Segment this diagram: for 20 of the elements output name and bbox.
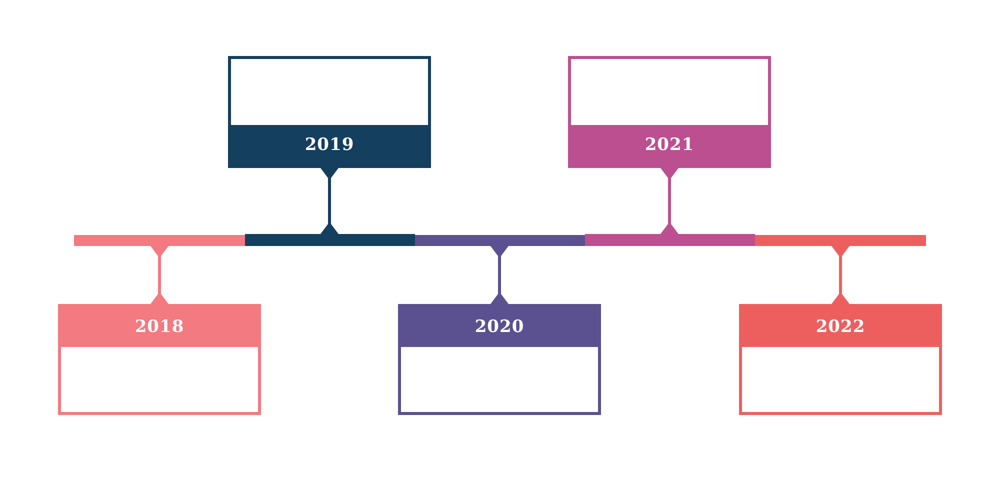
year-card (739, 304, 942, 415)
year-label: 2018 (134, 317, 184, 337)
connector (490, 246, 508, 304)
timeline-segment (415, 235, 585, 246)
year-card (228, 56, 431, 168)
timeline-segment (74, 235, 245, 246)
timeline-segment (245, 234, 415, 246)
year-label: 2019 (304, 135, 354, 155)
connector (150, 246, 168, 304)
year-label: 2021 (644, 135, 694, 155)
year-label: 2020 (474, 317, 524, 337)
connector (320, 168, 338, 234)
year-card (58, 304, 261, 415)
year-label: 2022 (816, 317, 866, 337)
connector (832, 246, 850, 304)
connector (660, 168, 678, 234)
timeline-segment (755, 235, 926, 246)
timeline-segment (585, 234, 755, 246)
year-card (568, 56, 771, 168)
year-card (398, 304, 601, 415)
